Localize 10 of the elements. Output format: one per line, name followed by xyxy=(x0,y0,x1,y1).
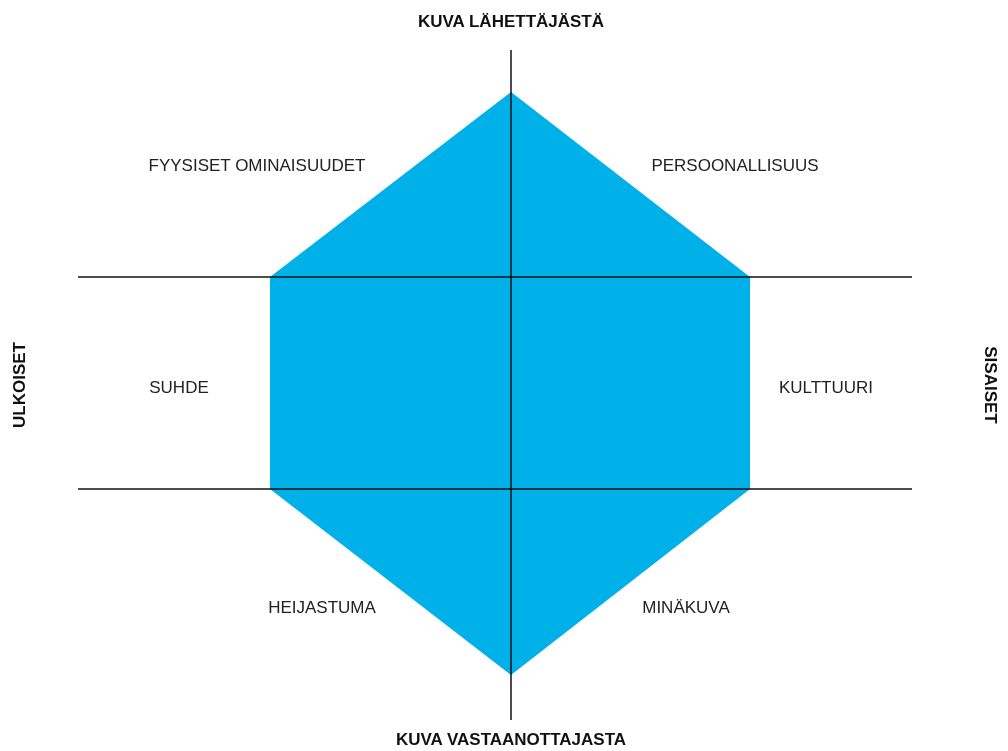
facet-label: KULTTUURI xyxy=(778,378,874,398)
facet-label: FYYSISET OMINAISUUDET xyxy=(148,156,366,176)
axis-label: ULKOISET xyxy=(10,342,30,428)
facet-label: PERSOONALLISUUS xyxy=(651,156,819,176)
axis-label: SISAISET xyxy=(980,346,1000,424)
facet-label: HEIJASTUMA xyxy=(268,598,376,618)
heading-label: KUVA VASTAANOTTAJASTA xyxy=(395,730,627,750)
facet-label: MINÄKUVA xyxy=(642,598,730,618)
facet-label: SUHDE xyxy=(149,378,209,398)
heading-label: KUVA LÄHETTÄJÄSTÄ xyxy=(417,12,605,32)
